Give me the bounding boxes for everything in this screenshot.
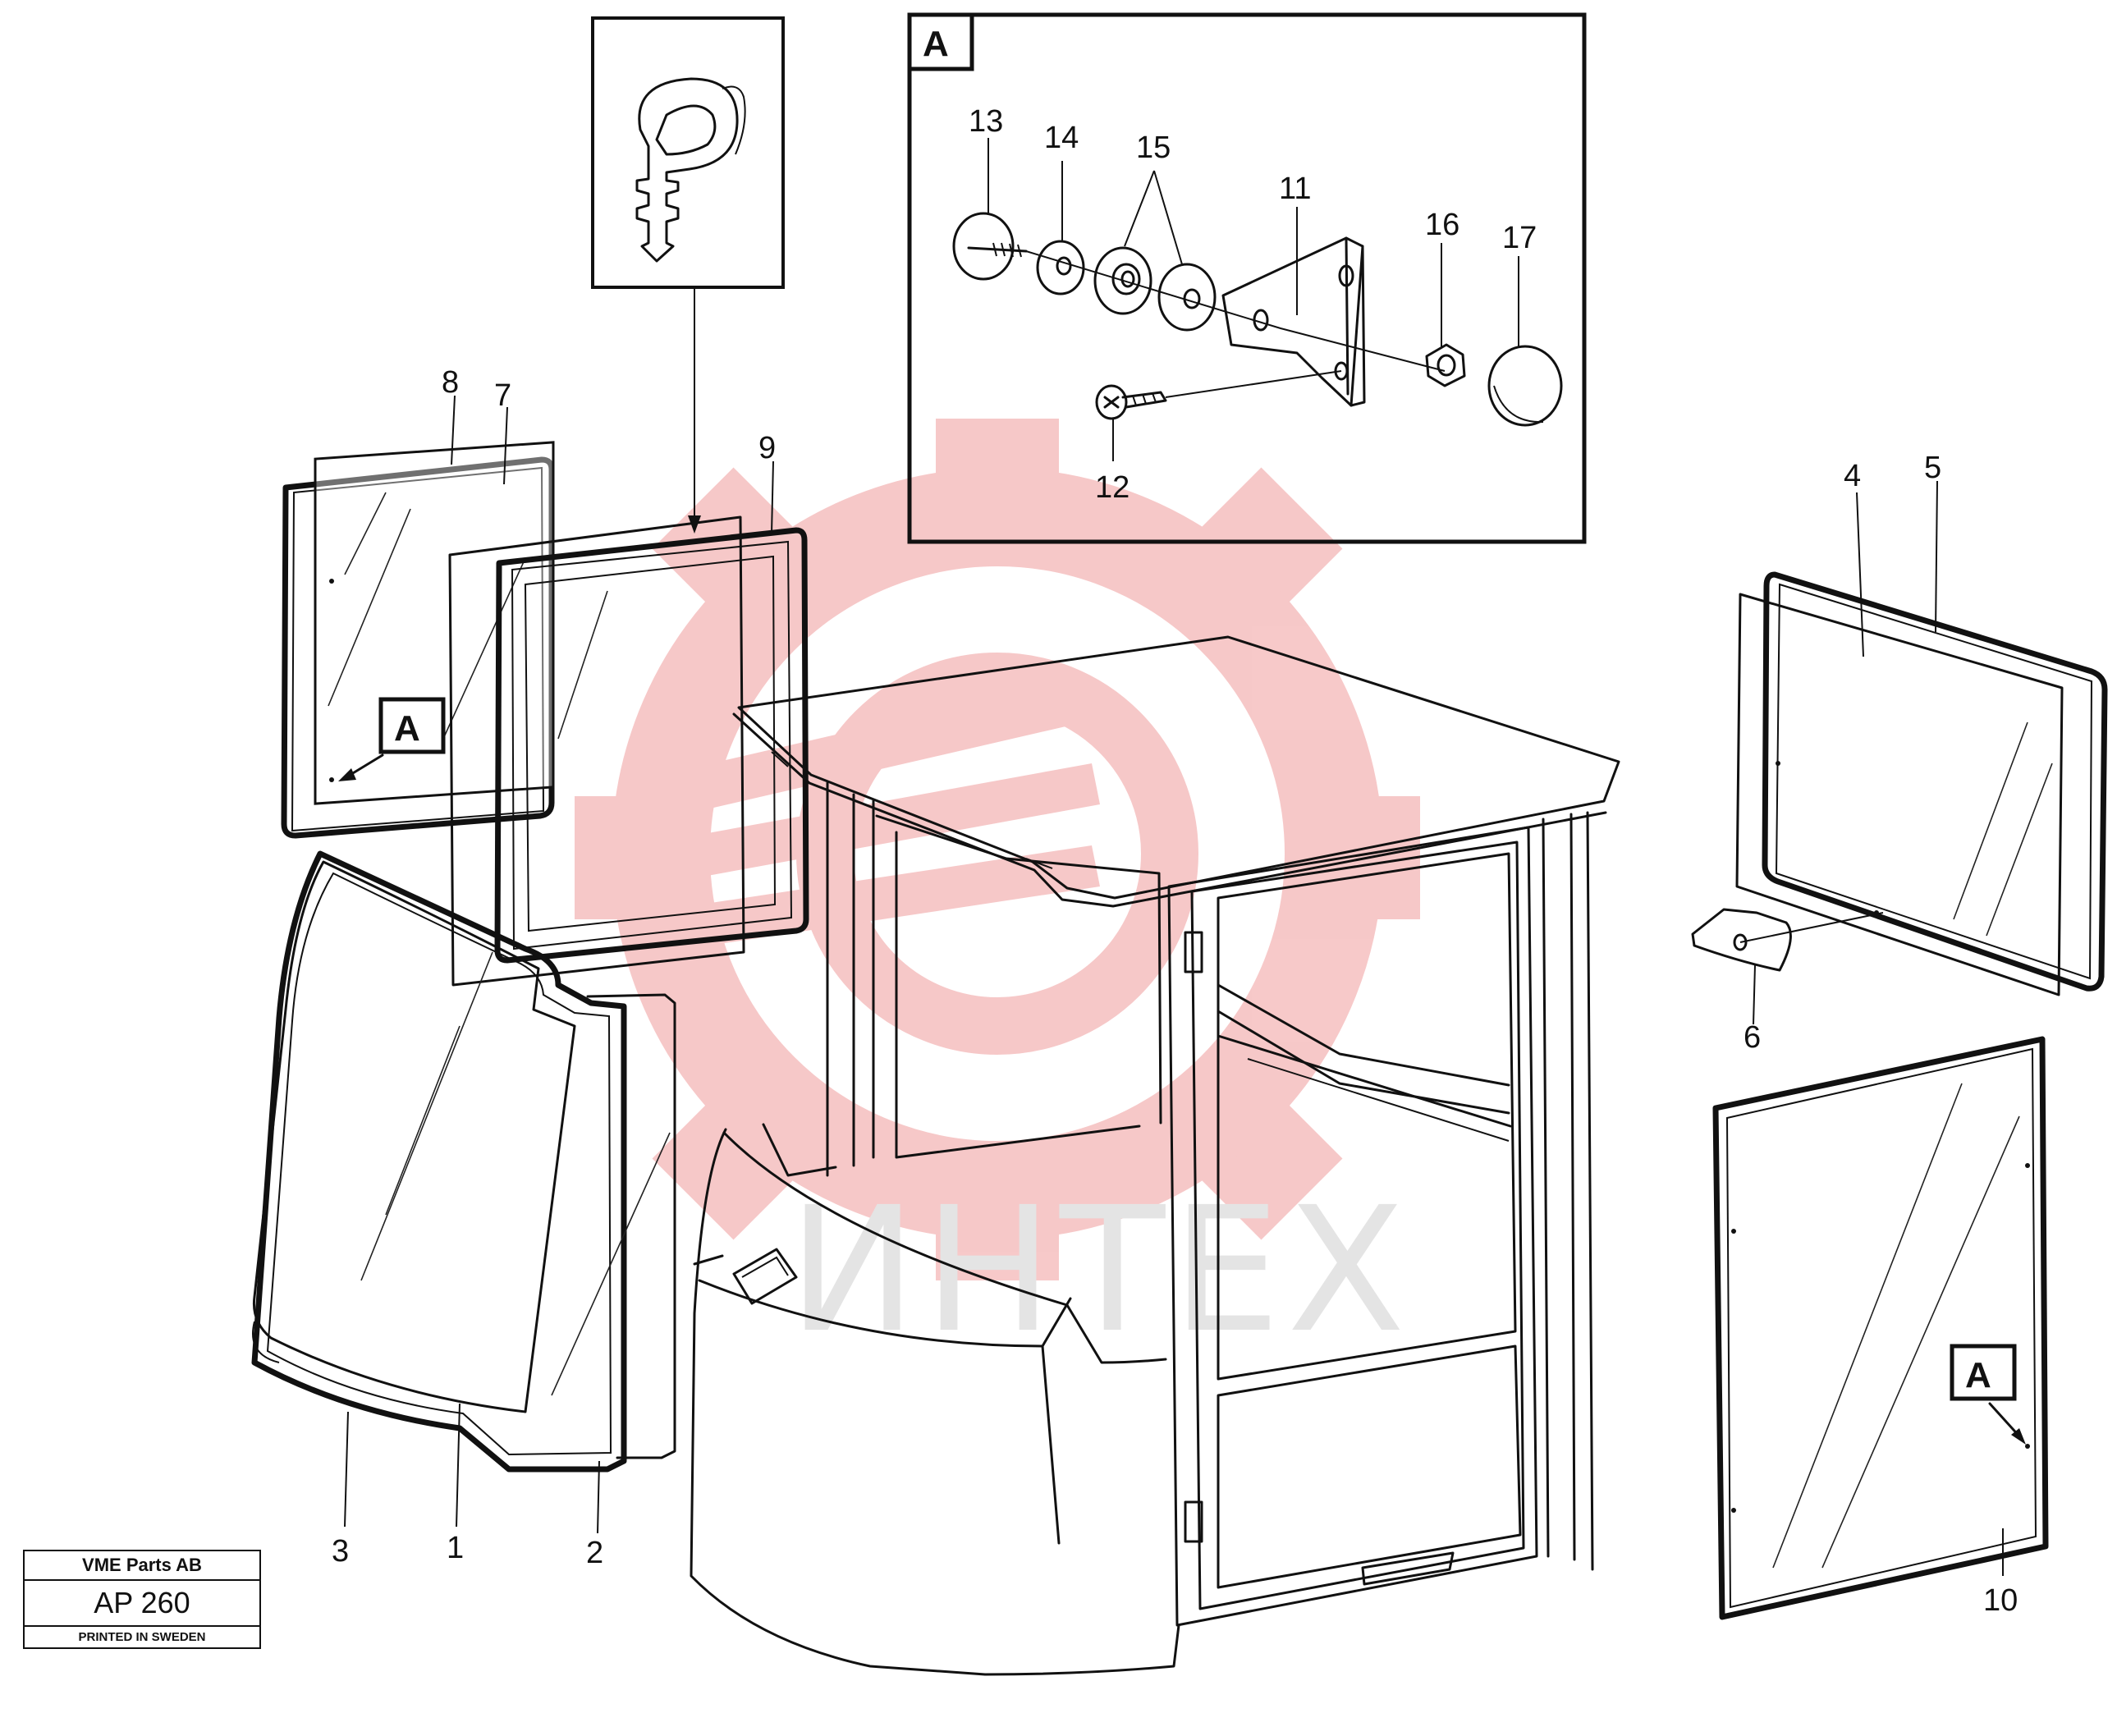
label-8: 8 xyxy=(442,365,459,400)
detail-a-tag: A xyxy=(923,24,949,64)
title-block: VME Parts AB AP 260 PRINTED IN SWEDEN xyxy=(23,1550,261,1649)
rear-window-9 xyxy=(448,515,809,987)
door-glass-10 xyxy=(1712,1036,2049,1620)
label-14: 14 xyxy=(1044,121,1079,155)
label-12: 12 xyxy=(1095,470,1130,505)
leader-lines xyxy=(344,395,2004,1576)
label-16: 16 xyxy=(1425,208,1459,242)
svg-text:A: A xyxy=(1965,1355,1991,1395)
label-1: 1 xyxy=(447,1531,464,1565)
label-11: 11 xyxy=(1279,172,1311,206)
label-9: 9 xyxy=(758,431,776,465)
title-block-company: VME Parts AB xyxy=(25,1551,259,1581)
label-15: 15 xyxy=(1136,131,1171,165)
label-13: 13 xyxy=(969,104,1003,139)
nut-16-icon xyxy=(1425,343,1466,387)
washer-14-icon xyxy=(1036,240,1085,295)
bracket-11-icon xyxy=(1221,236,1366,407)
bracket-6-icon xyxy=(1691,908,1884,972)
label-2: 2 xyxy=(586,1536,603,1570)
callout-a-left: A xyxy=(338,697,446,781)
label-5: 5 xyxy=(1924,451,1941,485)
title-block-printed: PRINTED IN SWEDEN xyxy=(78,1630,206,1644)
seal-profile-detail xyxy=(591,16,785,534)
label-6: 6 xyxy=(1744,1020,1761,1055)
cap-17-icon xyxy=(1487,345,1563,427)
watermark-logo xyxy=(575,419,1420,1280)
front-windscreen-1-2-3 xyxy=(251,850,676,1473)
cab-body xyxy=(690,635,1620,1676)
title-block-code: AP 260 xyxy=(25,1581,259,1627)
watermark-text: ИНТЕХ xyxy=(788,1170,1412,1371)
screw-12-icon xyxy=(1095,370,1342,420)
detail-leaders xyxy=(987,138,1519,461)
screw-13-icon xyxy=(952,212,1028,281)
detail-a-box: A xyxy=(907,12,1587,544)
label-3: 3 xyxy=(332,1534,349,1569)
side-window-7-8 xyxy=(281,441,555,839)
label-17: 17 xyxy=(1502,221,1537,255)
label-7: 7 xyxy=(494,378,511,413)
label-4: 4 xyxy=(1844,459,1861,493)
label-10: 10 xyxy=(1983,1583,2018,1618)
callout-a-right: A xyxy=(1950,1344,2026,1445)
svg-text:A: A xyxy=(394,708,420,749)
